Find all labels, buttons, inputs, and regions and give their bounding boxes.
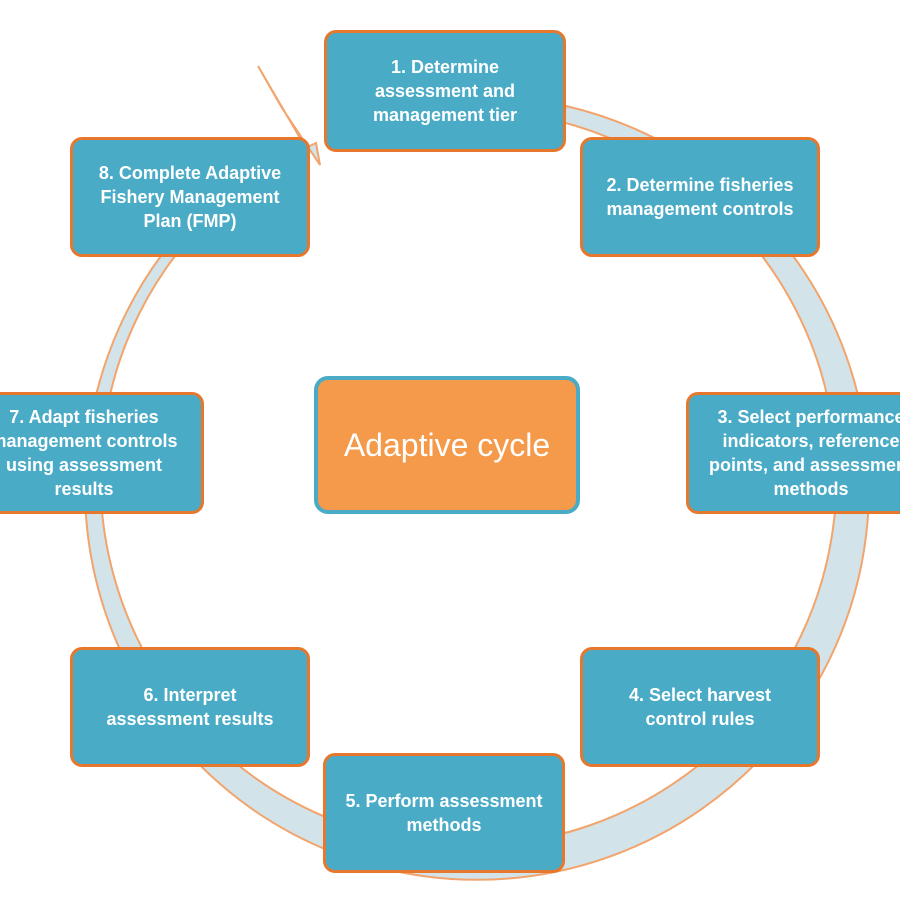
step-6-interpret-results: 6. Interpret assessment results [70, 647, 310, 767]
step-1-determine-tier: 1. Determine assessment and management t… [324, 30, 566, 152]
step-5-perform-assessment: 5. Perform assessment methods [323, 753, 565, 873]
step-4-select-harvest-rules: 4. Select harvest control rules [580, 647, 820, 767]
step-2-determine-controls: 2. Determine fisheries management contro… [580, 137, 820, 257]
step-3-select-indicators: 3. Select performance indicators, refere… [686, 392, 900, 514]
step-7-adapt-controls: 7. Adapt fisheries management controls u… [0, 392, 204, 514]
center-adaptive-cycle-label: Adaptive cycle [314, 376, 580, 514]
step-8-complete-fmp: 8. Complete Adaptive Fishery Management … [70, 137, 310, 257]
